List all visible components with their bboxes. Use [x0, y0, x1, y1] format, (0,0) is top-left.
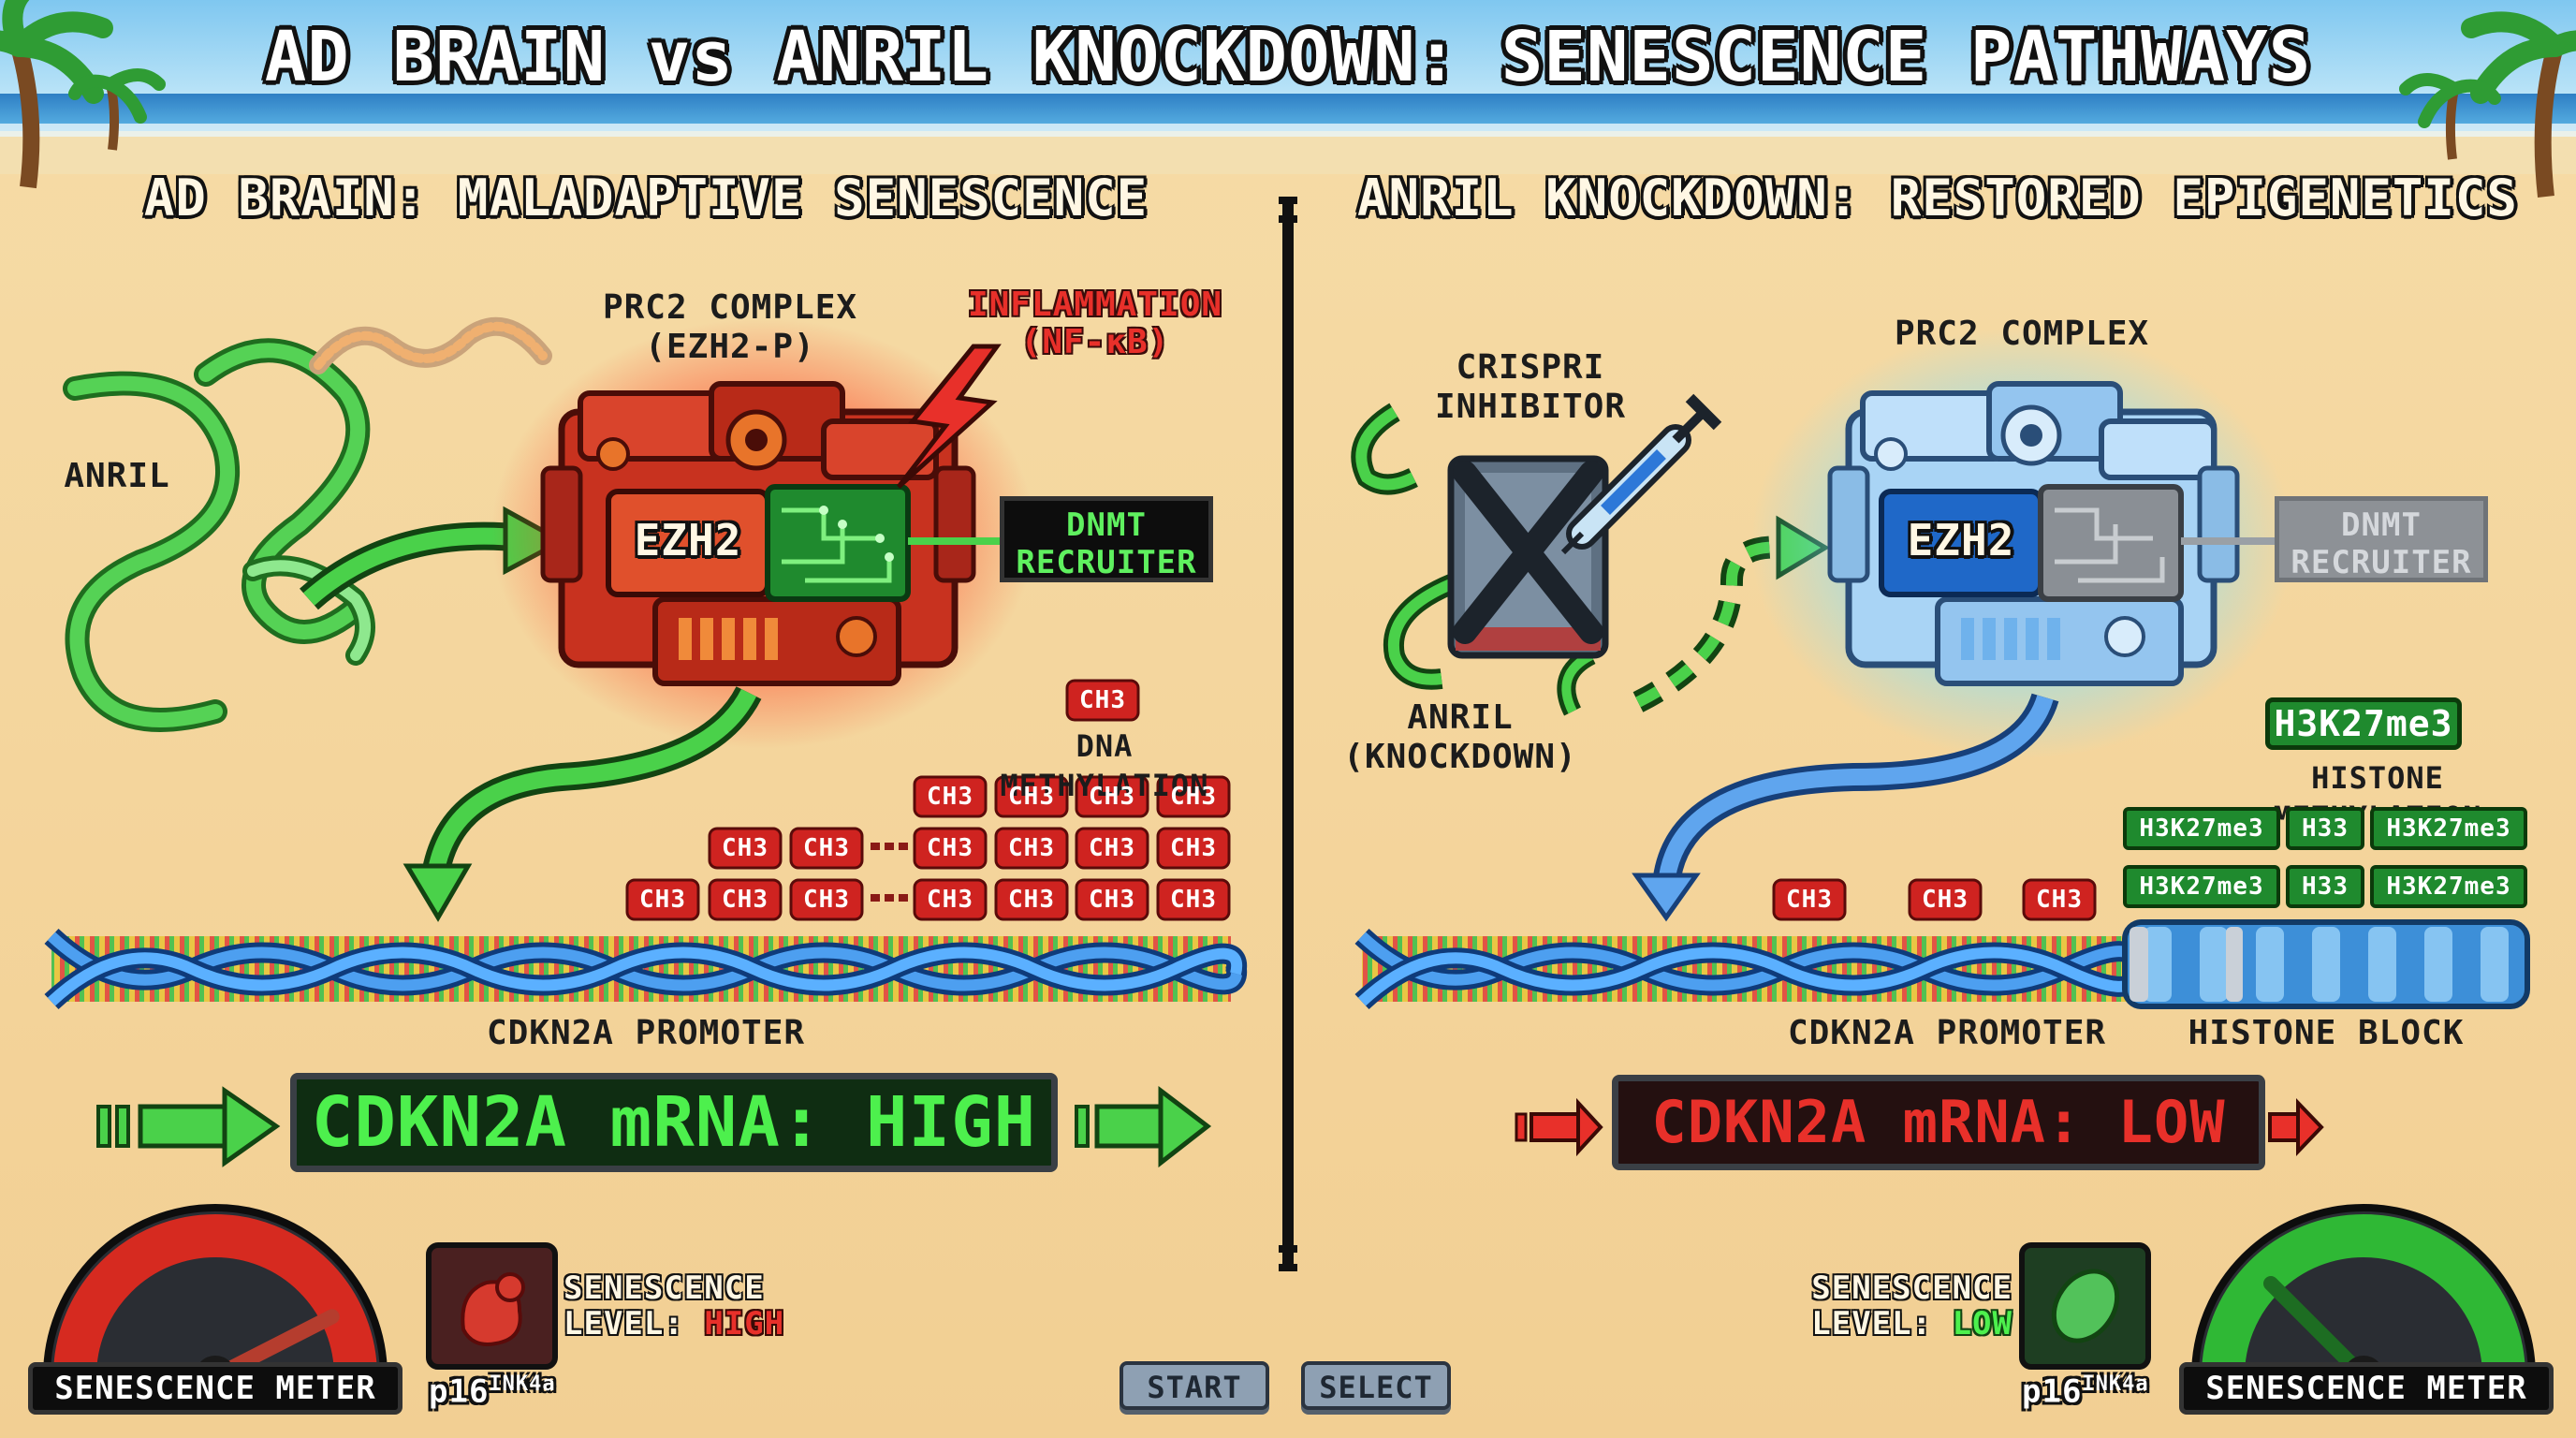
senescence-level-left: SENESCENCE LEVEL: HIGH: [564, 1270, 788, 1342]
ch3-markers-right: [1772, 878, 2097, 921]
p16-base-right: p16: [2022, 1372, 2083, 1411]
ch3-chip: CH3: [803, 834, 850, 862]
inflammation-line1: INFLAMMATION: [967, 286, 1223, 324]
p16-protein-right: [2019, 1242, 2151, 1370]
ch3-chip: CH3: [1008, 783, 1055, 811]
arrow-prc2-to-dna-right: [1632, 693, 2059, 922]
level-line2-right: LEVEL: LOW: [1788, 1306, 2012, 1342]
mrna-display-right: CDKN2A mRNA: LOW: [1612, 1075, 2265, 1170]
ch3-chip: CH3: [1170, 783, 1217, 811]
prc2-label-left: PRC2 COMPLEX (EZH2-P): [580, 288, 880, 367]
dnmt-line1: DNMT: [1066, 506, 1147, 544]
right-heading: ANRIL KNOCKDOWN: RESTORED EPIGENETICS: [1357, 169, 2518, 227]
ch3-chip: CH3: [927, 886, 973, 914]
ch3-chip: CH3: [1089, 783, 1135, 811]
dna-methylation-label: DNA METHYLATION: [1000, 728, 1209, 803]
p16-base: p16: [429, 1372, 490, 1411]
p16-protein-left: [426, 1242, 558, 1370]
ch3-markers-left: [625, 679, 1231, 921]
ch3-chip: CH3: [639, 886, 686, 914]
dnmt-recruiter-left: DNMT RECRUITER: [1000, 496, 1213, 582]
prc2-label-right: PRC2 COMPLEX: [1894, 315, 2150, 353]
ch3-chip: CH3: [1170, 886, 1217, 914]
h3k27-chip: H3K27me3: [2370, 865, 2527, 908]
ch3-chip: CH3: [803, 886, 850, 914]
ch3-chip: CH3: [1089, 834, 1135, 862]
level-line2-left: LEVEL: HIGH: [564, 1306, 788, 1342]
ch3-chip: CH3: [1922, 886, 1969, 914]
ch3-chip: CH3: [1008, 886, 1055, 914]
ch3-chip: CH3: [927, 834, 973, 862]
dna-helix-right: [1354, 928, 2144, 1010]
anril-knockdown-label: ANRIL (KNOCKDOWN): [1339, 698, 1582, 777]
promoter-label-left: CDKN2A PROMOTER: [486, 1014, 806, 1052]
start-button[interactable]: START: [1120, 1361, 1269, 1410]
crispri-inhibitor-box: [1351, 403, 1609, 716]
anril-line1: ANRIL: [1407, 698, 1514, 737]
prc2-label-line2: (EZH2-P): [645, 328, 815, 366]
level-value-right: LOW: [1952, 1305, 2012, 1343]
h3k27-chip: H3K27me3: [2123, 865, 2280, 908]
ezh2-label-left: EZH2: [634, 515, 742, 565]
inflammation-line2: (NF-κB): [1020, 323, 1170, 361]
ch3-chip: CH3: [2036, 886, 2083, 914]
ch3-chip: CH3: [722, 886, 768, 914]
dnmt-line1-right: DNMT: [2341, 506, 2422, 544]
prc2-label-line1: PRC2 COMPLEX: [602, 288, 858, 327]
h33-chip: H33: [2286, 865, 2364, 908]
left-heading: AD BRAIN: MALADAPTIVE SENESCENCE: [143, 169, 1149, 227]
mrna-arrows-left: [96, 1085, 1212, 1168]
crispri-label: CRISPRI INHIBITOR: [1423, 348, 1638, 427]
inflammation-label: INFLAMMATION (NF-κB): [945, 286, 1245, 361]
syringe-icon: [1560, 393, 1722, 555]
ch3-chip: CH3: [927, 783, 973, 811]
level-line1-left: SENESCENCE: [564, 1269, 765, 1307]
meter-label-right: SENESCENCE METER: [2179, 1362, 2554, 1415]
ch3-chip: CH3: [1089, 886, 1135, 914]
ch3-chip: CH3: [1170, 834, 1217, 862]
level-prefix-left: LEVEL:: [564, 1305, 684, 1343]
arrow-prc2-to-dna: [402, 685, 762, 922]
h3k27-big-badge: H3K27me3: [2265, 697, 2462, 750]
h33-chip: H33: [2286, 807, 2364, 850]
senescence-meter-right: [2190, 1204, 2537, 1397]
promoter-label-right: CDKN2A PROMOTER: [1787, 1014, 2107, 1052]
p16-label-right: p16INK4a: [2022, 1372, 2172, 1410]
p16-sup: INK4a: [489, 1372, 556, 1396]
palm-tree-right: [2399, 11, 2576, 198]
mrna-display-left: CDKN2A mRNA: HIGH: [290, 1073, 1058, 1172]
level-line1-right: SENESCENCE: [1811, 1269, 2012, 1307]
ch3-chip: CH3: [1079, 686, 1126, 714]
ch3-chip: CH3: [1008, 834, 1055, 862]
anril-line2: (KNOCKDOWN): [1343, 738, 1577, 776]
ch3-chip: CH3: [722, 834, 768, 862]
p16-sup-right: INK4a: [2082, 1372, 2149, 1396]
histone-block: [2122, 919, 2530, 1009]
anril-label: ANRIL: [64, 457, 170, 495]
h3k27-chip: H3K27me3: [2370, 807, 2527, 850]
meter-label-left: SENESCENCE METER: [28, 1362, 402, 1415]
prc2-complex-red: [491, 318, 1034, 749]
mrna-arrows-right: [1515, 1097, 2324, 1157]
ch3-chip: CH3: [1786, 886, 1833, 914]
crispri-line1: CRISPRI: [1456, 348, 1605, 387]
h3k27-chip: H3K27me3: [2123, 807, 2280, 850]
p16-label-left: p16INK4a: [429, 1372, 578, 1410]
dnmt-recruiter-right: DNMT RECRUITER: [2275, 496, 2488, 582]
dnmt-line2-right: RECRUITER: [2291, 544, 2472, 581]
lightning-icon: [897, 344, 1002, 489]
palm-tree-left: [0, 0, 166, 189]
level-prefix-right: LEVEL:: [1811, 1305, 1933, 1343]
histone-block-label: HISTONE BLOCK: [2188, 1014, 2465, 1052]
senescence-level-right: SENESCENCE LEVEL: LOW: [1788, 1270, 2012, 1342]
level-value-left: HIGH: [704, 1305, 785, 1343]
page-title: AD BRAIN vs ANRIL KNOCKDOWN: SENESCENCE …: [264, 17, 2312, 97]
anril-rna-strand: [63, 316, 552, 732]
crispri-line2: INHIBITOR: [1434, 388, 1627, 426]
select-button[interactable]: SELECT: [1301, 1361, 1451, 1410]
dna-helix-left: [44, 928, 1248, 1010]
dnmt-line2: RECRUITER: [1016, 544, 1197, 581]
ezh2-label-right: EZH2: [1907, 515, 2015, 565]
